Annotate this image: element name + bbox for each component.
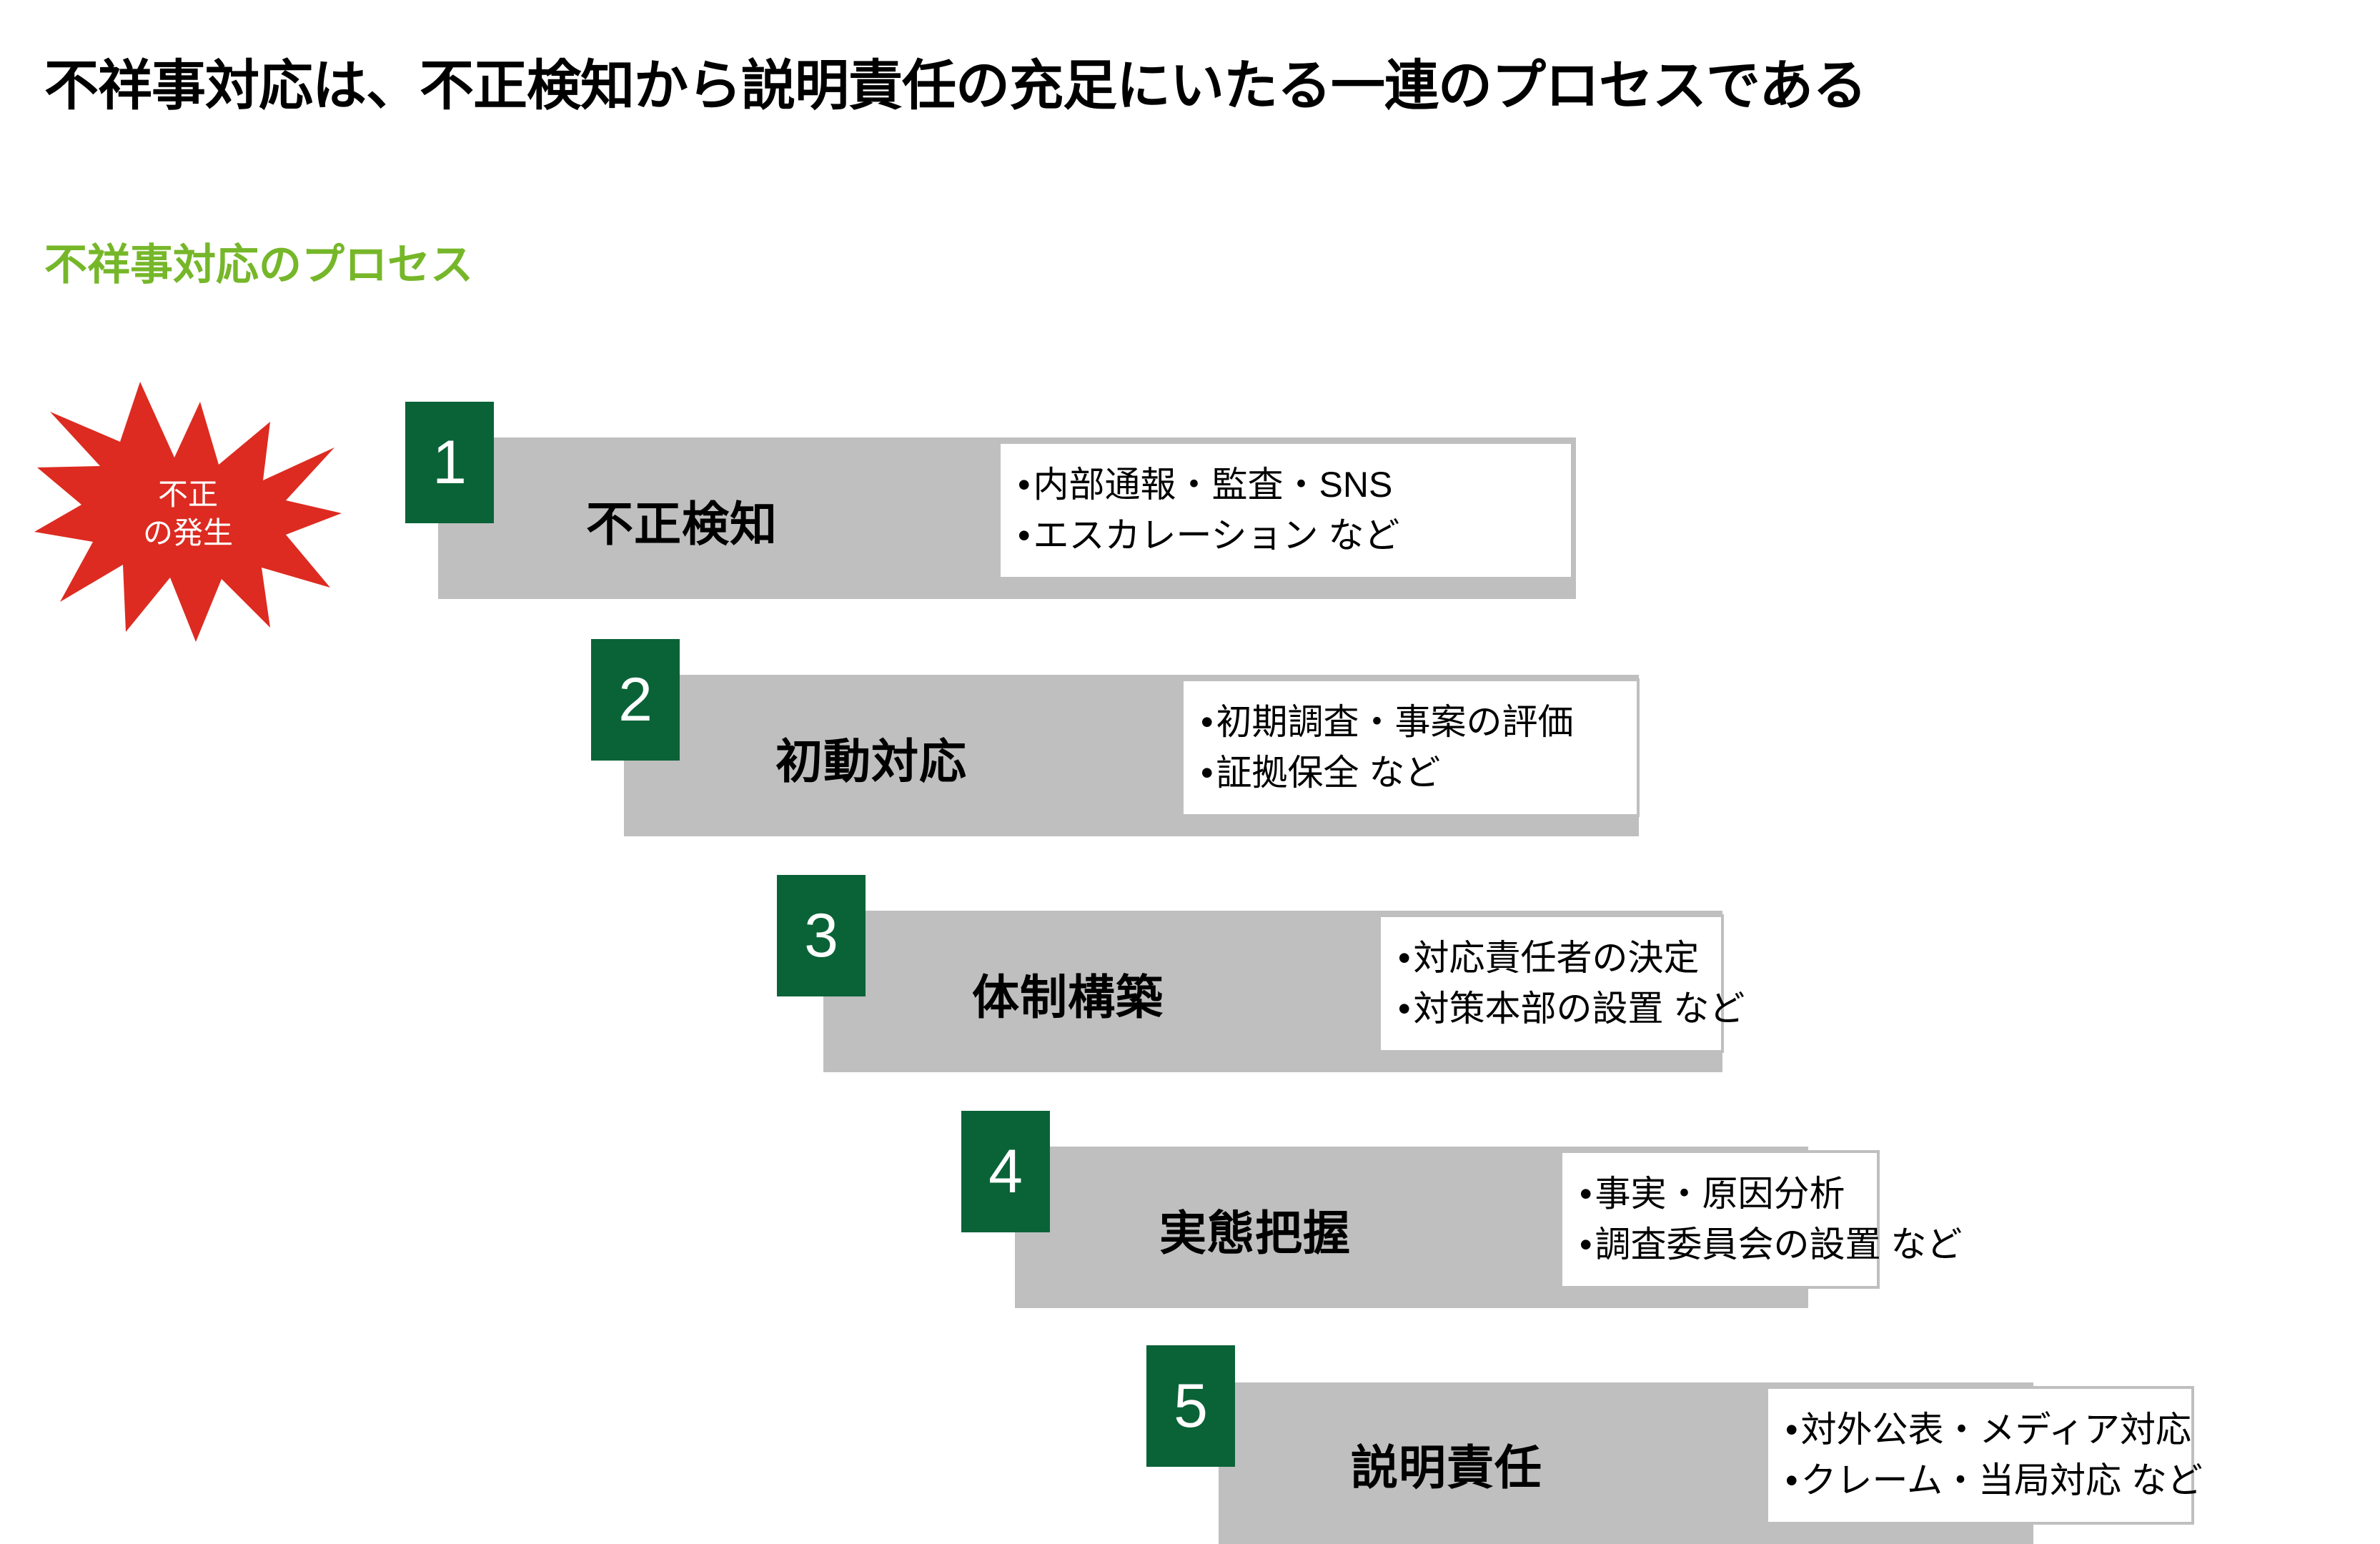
detail-bullet: 証拠保全 など (1201, 748, 1637, 798)
detail-bullet: 内部通報・監査・SNS (1018, 460, 1571, 510)
step-number-badge: 2 (591, 639, 680, 761)
step-title: 説明責任 (1351, 1441, 1542, 1494)
step-number-badge: 4 (961, 1111, 1050, 1232)
detail-bullet: 事実・原因分析 (1580, 1169, 1877, 1219)
step-number-badge: 5 (1146, 1345, 1235, 1467)
step-title: 体制構築 (972, 971, 1164, 1024)
detail-bullet: 対応責任者の決定 (1398, 933, 1721, 984)
step-title: 実態把握 (1159, 1207, 1351, 1260)
step-title: 不正検知 (586, 498, 778, 550)
step-detail-box: 事実・原因分析 調査委員会の設置 など (1560, 1150, 1963, 1289)
page-title: 不祥事対応は、不正検知から説明責任の充足にいたる一連のプロセスである (44, 56, 1867, 117)
fraud-occurrence-burst-icon: 不正 の発生 (34, 373, 342, 645)
step-title: 初動対応 (775, 735, 967, 788)
section-title: 不祥事対応のプロセス (44, 241, 473, 289)
detail-bullet: 対策本部の設置 など (1398, 984, 1745, 1034)
detail-bullet: クレーム・当局対応 など (1785, 1455, 2203, 1506)
detail-bullet: 初期調査・事案の評価 (1201, 697, 1637, 748)
detail-bullet: エスカレーション など (1018, 510, 1571, 561)
step-detail-box: 内部通報・監査・SNS エスカレーション など (998, 441, 1574, 580)
step-detail-box: 対応責任者の決定 対策本部の設置 など (1378, 914, 1745, 1053)
detail-bullet: 調査委員会の設置 など (1580, 1219, 1963, 1270)
step-number-badge: 1 (405, 402, 494, 523)
step-number-badge: 3 (777, 875, 866, 996)
step-detail-box: 初期調査・事案の評価 証拠保全 など (1181, 678, 1640, 817)
step-detail-box: 対外公表・メディア対応 クレーム・当局対応 など (1765, 1386, 2203, 1525)
detail-bullet: 対外公表・メディア対応 (1785, 1405, 2192, 1455)
